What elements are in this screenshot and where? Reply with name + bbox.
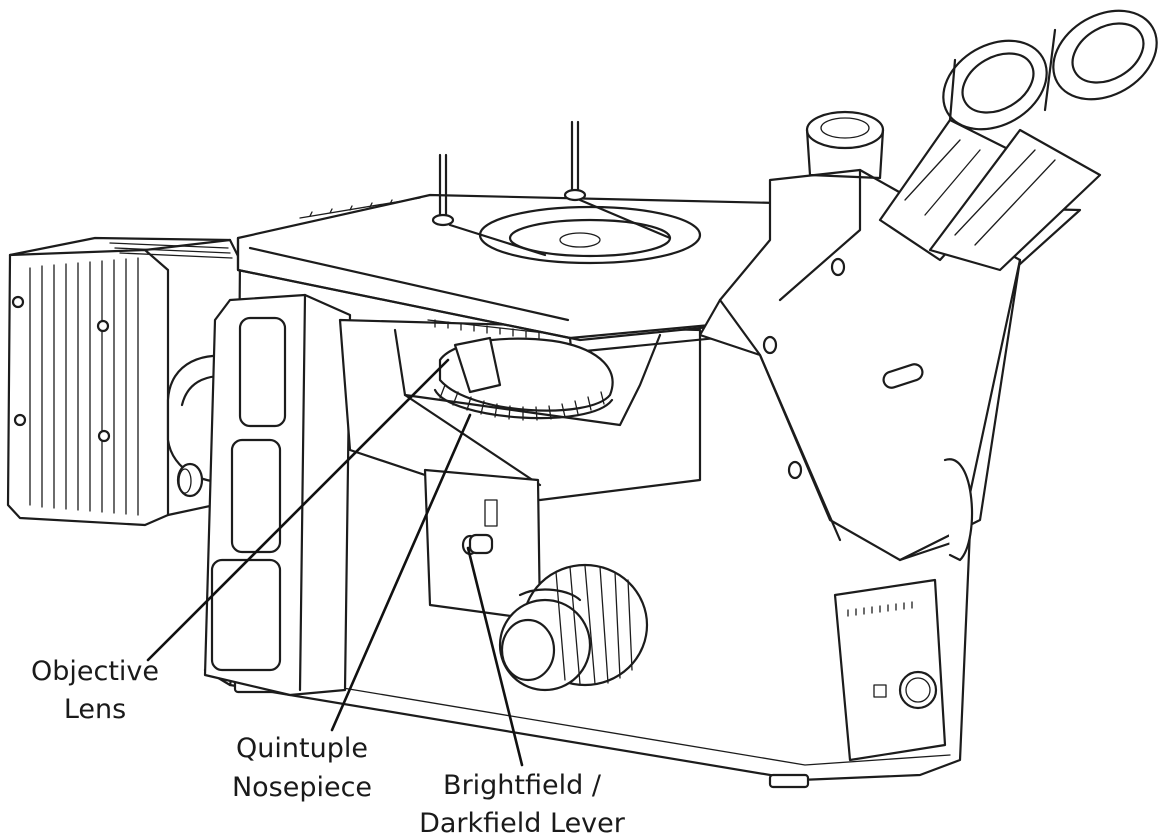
objective-lens-leader bbox=[146, 358, 450, 662]
objective-lens-label-line1: Objective bbox=[31, 656, 159, 687]
objective-lens-label-line2: Lens bbox=[64, 694, 126, 725]
nosepiece-leader bbox=[330, 413, 472, 732]
callout-labels: Objective Lens Quintuple Nosepiece Brigh… bbox=[31, 656, 626, 839]
trinocular-head bbox=[698, 9, 1158, 762]
nosepiece-label-line2: Nosepiece bbox=[232, 772, 372, 803]
lever-leader bbox=[466, 546, 524, 767]
callout-leaders bbox=[146, 358, 524, 767]
microscope-body bbox=[203, 293, 972, 789]
focus-knob bbox=[498, 563, 649, 692]
lever-label-line2: Darkfield Lever bbox=[419, 808, 626, 839]
lever-label-line1: Brightfield / bbox=[443, 770, 602, 801]
lamp-housing bbox=[6, 236, 242, 527]
nosepiece-label-line1: Quintuple bbox=[236, 733, 368, 764]
quintuple-nosepiece bbox=[433, 336, 614, 421]
